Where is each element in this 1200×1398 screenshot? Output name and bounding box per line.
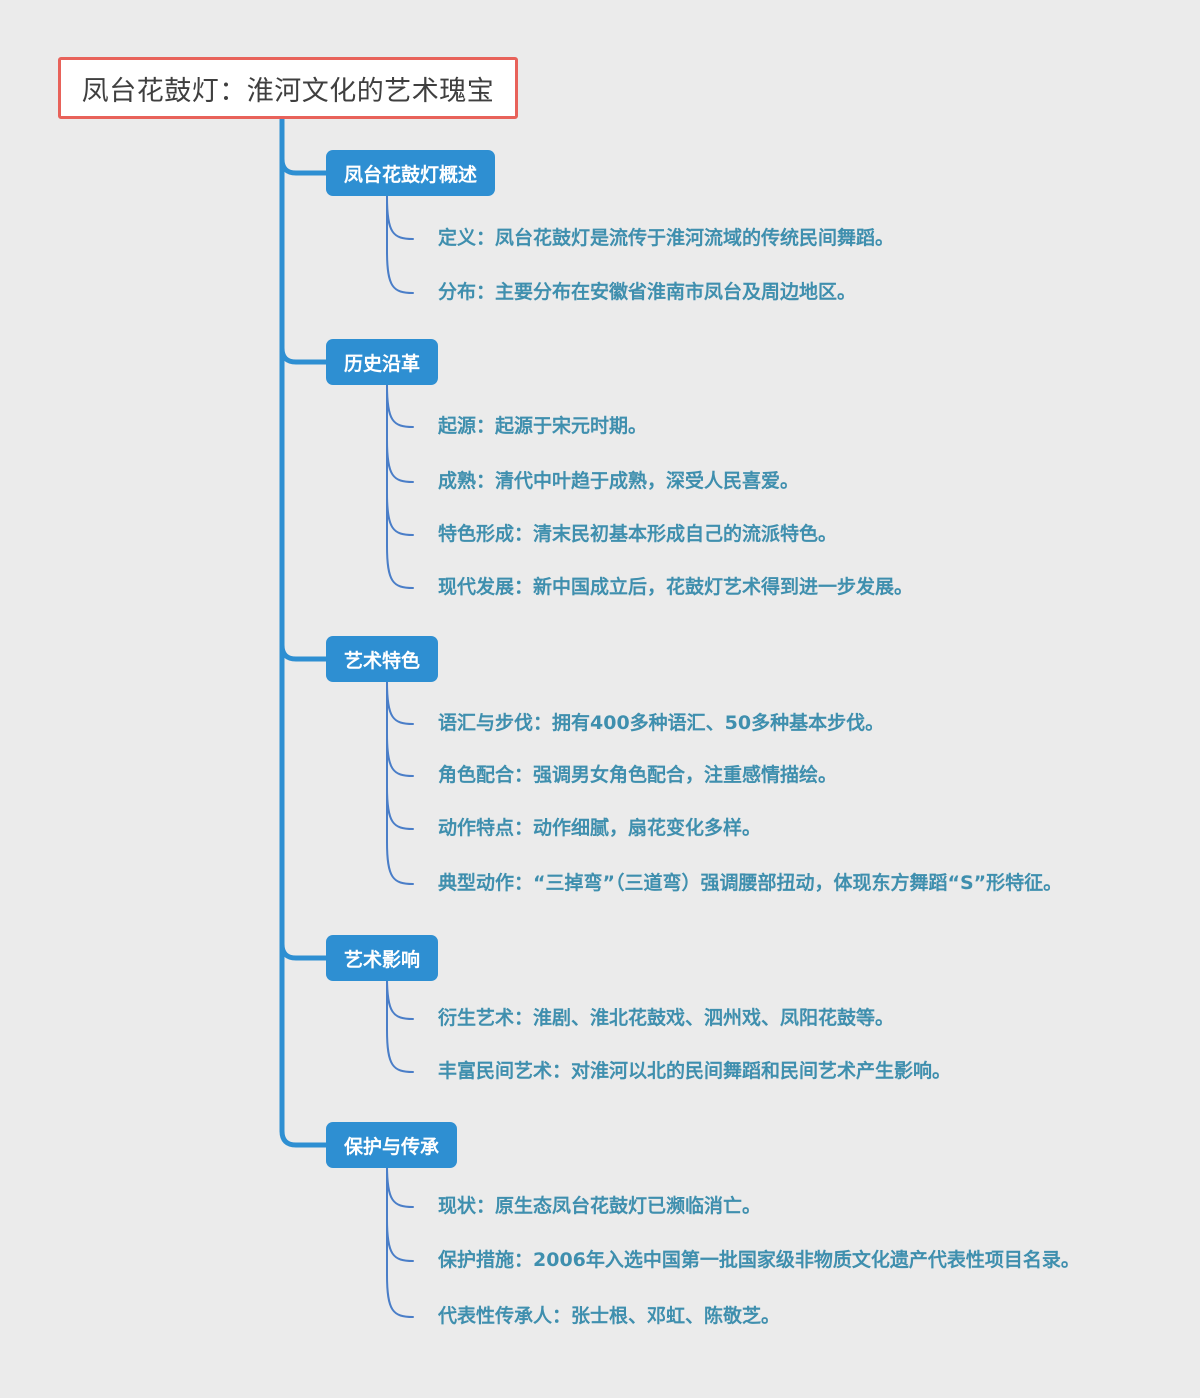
leaf-node[interactable]: 语汇与步伐：拥有400多种语汇、50多种基本步伐。	[438, 712, 885, 734]
leaf-node[interactable]: 代表性传承人：张士根、邓虹、陈敬芝。	[438, 1305, 781, 1327]
leaf-node[interactable]: 现状：原生态凤台花鼓灯已濒临消亡。	[438, 1195, 762, 1217]
leaf-node[interactable]: 衍生艺术：淮剧、淮北花鼓戏、泗州戏、凤阳花鼓等。	[438, 1007, 895, 1029]
leaf-node[interactable]: 角色配合：强调男女角色配合，注重感情描绘。	[438, 764, 838, 786]
leaf-node[interactable]: 保护措施：2006年入选中国第一批国家级非物质文化遗产代表性项目名录。	[438, 1249, 1080, 1271]
branch-node-5[interactable]: 保护与传承	[326, 1122, 458, 1168]
branch-node-3[interactable]: 艺术特色	[326, 636, 439, 682]
leaf-node[interactable]: 特色形成：清末民初基本形成自己的流派特色。	[438, 523, 838, 545]
leaf-node[interactable]: 现代发展：新中国成立后，花鼓灯艺术得到进一步发展。	[438, 576, 914, 598]
branch-node-1[interactable]: 凤台花鼓灯概述	[326, 150, 496, 196]
branch-node-2[interactable]: 历史沿革	[326, 339, 439, 385]
leaf-node[interactable]: 典型动作：“三掉弯”（三道弯）强调腰部扭动，体现东方舞蹈“S”形特征。	[438, 872, 1063, 894]
leaf-node[interactable]: 动作特点：动作细腻，扇花变化多样。	[438, 817, 762, 839]
branch-label: 凤台花鼓灯概述	[344, 163, 478, 186]
branch-label: 艺术影响	[344, 948, 421, 971]
branch-label: 保护与传承	[344, 1135, 440, 1158]
leaf-node[interactable]: 分布：主要分布在安徽省淮南市凤台及周边地区。	[438, 281, 857, 303]
branch-node-4[interactable]: 艺术影响	[326, 935, 439, 981]
branch-label: 历史沿革	[344, 352, 421, 375]
root-node[interactable]: 凤台花鼓灯：淮河文化的艺术瑰宝	[58, 57, 518, 119]
leaf-node[interactable]: 定义：凤台花鼓灯是流传于淮河流域的传统民间舞蹈。	[438, 227, 895, 249]
branch-label: 艺术特色	[344, 649, 421, 672]
leaf-node[interactable]: 成熟：清代中叶趋于成熟，深受人民喜爱。	[438, 470, 800, 492]
leaf-node[interactable]: 起源：起源于宋元时期。	[438, 415, 648, 437]
leaf-node[interactable]: 丰富民间艺术：对淮河以北的民间舞蹈和民间艺术产生影响。	[438, 1060, 952, 1082]
